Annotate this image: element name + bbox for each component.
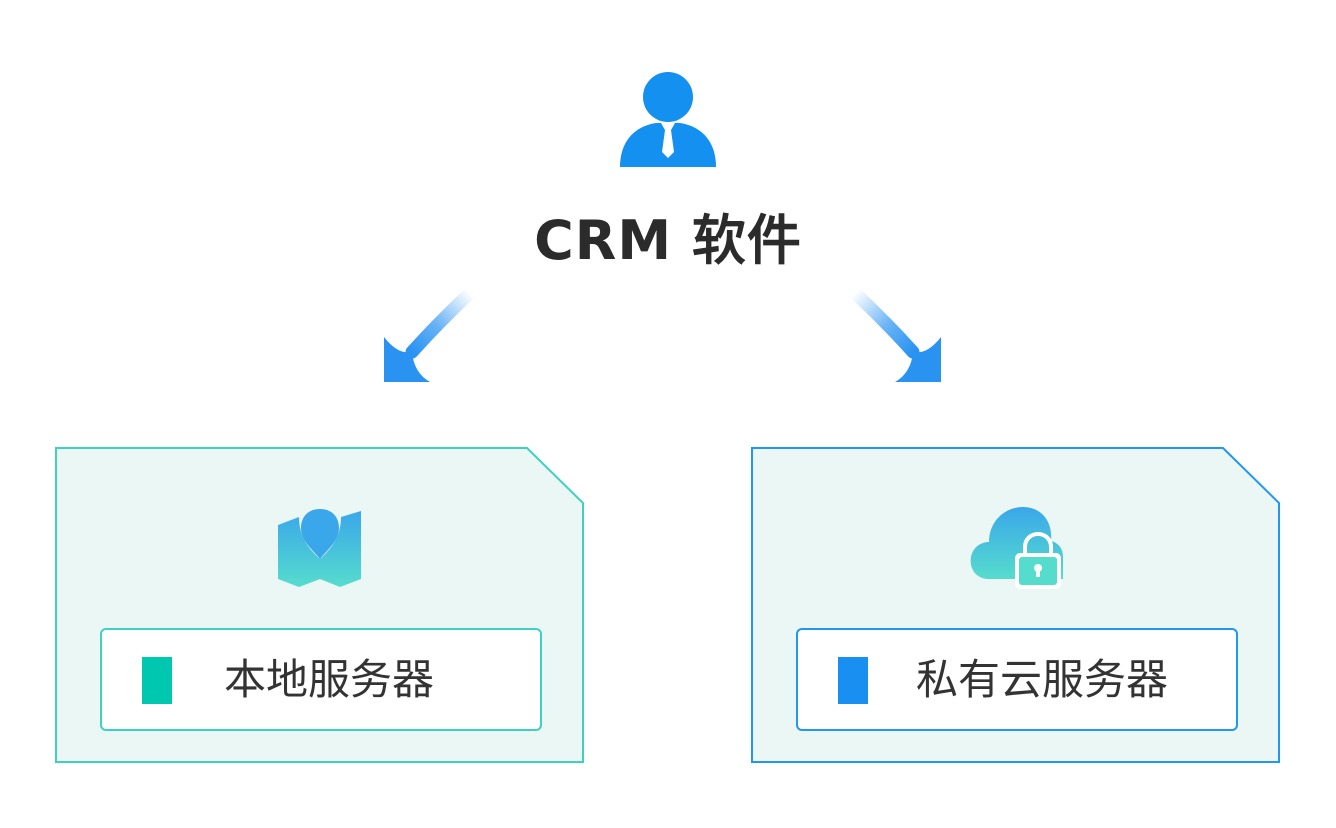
accent-bar bbox=[142, 657, 172, 704]
local-server-label-box: 本地服务器 bbox=[100, 628, 542, 731]
cloud-lock-icon bbox=[970, 507, 1063, 589]
map-pin-icon bbox=[278, 509, 361, 587]
private-cloud-label-box: 私有云服务器 bbox=[796, 628, 1238, 731]
arrow-down-right-icon bbox=[848, 286, 941, 382]
diagram-title: CRM 软件 bbox=[534, 209, 802, 272]
private-cloud-label: 私有云服务器 bbox=[916, 655, 1169, 704]
local-server-label: 本地服务器 bbox=[224, 655, 435, 704]
user-icon bbox=[620, 72, 716, 167]
accent-bar bbox=[838, 657, 868, 704]
arrow-down-left-icon bbox=[384, 286, 477, 382]
private-cloud-panel: 私有云服务器 bbox=[751, 447, 1281, 763]
local-server-panel: 本地服务器 bbox=[55, 447, 585, 763]
